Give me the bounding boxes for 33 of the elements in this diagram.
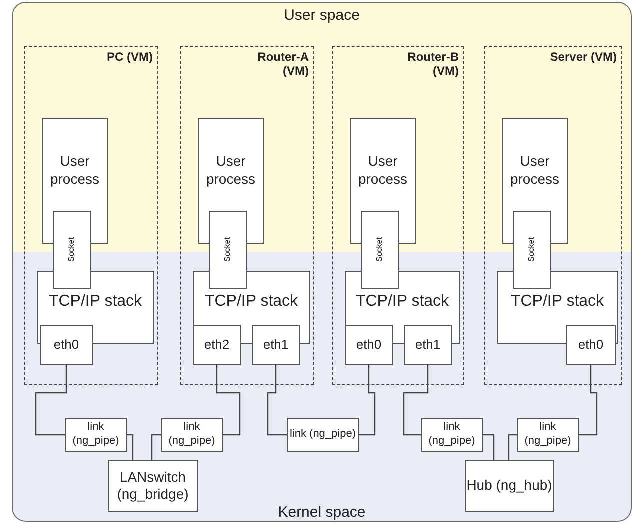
interface-box: eth1 [404,325,452,365]
connector-line [216,365,241,436]
connector-line [267,365,287,436]
link-box: link (ng_pipe) [517,418,579,452]
socket-box: Socket [53,211,91,289]
vm-label: PC (VM) [106,50,153,64]
hub-box: Hub (ng_hub) [465,460,554,512]
connector-line [403,365,429,436]
switch-box: LANswitch (ng_bridge) [108,460,198,512]
region-label: Kernel space [277,504,367,521]
link-box: link (ng_pipe) [65,418,127,452]
socket-box: Socket [209,211,247,289]
connector-line [359,365,376,436]
connector-line [483,434,495,460]
connector-line [35,365,68,436]
connector-line [151,434,161,460]
interface-box: eth0 [566,325,616,365]
region-label: User space [283,7,361,24]
connector-line [127,434,134,460]
link-box: link (ng_pipe) [287,418,359,452]
socket-box: Socket [513,211,551,289]
vm-label: Server (VM) [549,50,617,64]
connector-line [508,434,517,460]
socket-box: Socket [361,211,399,289]
vm-label: Router-B (VM) [406,50,459,78]
link-box: link (ng_pipe) [421,418,483,452]
interface-box: eth0 [40,325,93,365]
interface-box: eth2 [193,325,241,365]
connector-line [579,365,598,436]
interface-box: eth0 [345,325,393,365]
link-box: link (ng_pipe) [161,418,223,452]
interface-box: eth1 [252,325,300,365]
vm-label: Router-A (VM) [256,50,309,78]
